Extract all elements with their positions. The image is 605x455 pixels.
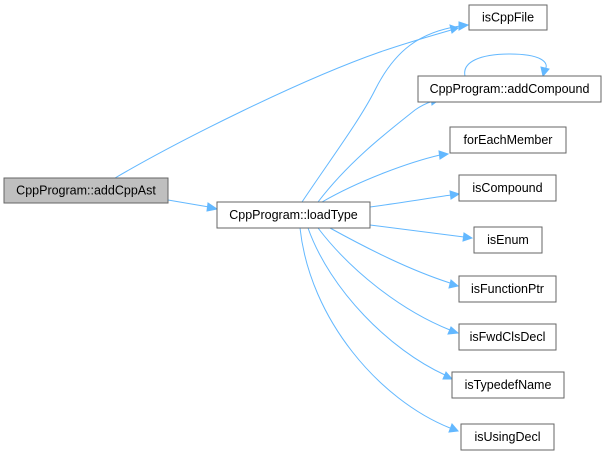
- edge-loadType-isFunctionPtr: [329, 227, 460, 289]
- node-label-loadType: CppProgram::loadType: [229, 208, 358, 222]
- node-label-isCompound: isCompound: [472, 181, 542, 195]
- node-isEnum[interactable]: isEnum: [473, 226, 543, 254]
- node-addCppAst[interactable]: CppProgram::addCppAst: [3, 177, 169, 204]
- node-label-addCompound: CppProgram::addCompound: [430, 82, 590, 96]
- node-label-isUsingDecl: isUsingDecl: [475, 430, 541, 444]
- node-addCompound[interactable]: CppProgram::addCompound: [417, 75, 602, 103]
- node-label-isEnum: isEnum: [487, 233, 529, 247]
- edge-loadType-isEnum: [369, 224, 474, 242]
- node-isUsingDecl[interactable]: isUsingDecl: [460, 423, 555, 451]
- node-label-isFunctionPtr: isFunctionPtr: [471, 282, 544, 296]
- node-isTypedefName[interactable]: isTypedefName: [451, 371, 565, 399]
- node-label-isCppFile: isCppFile: [482, 11, 534, 25]
- edge-loadType-isTypedefName: [307, 227, 454, 380]
- node-isFunctionPtr[interactable]: isFunctionPtr: [458, 275, 557, 303]
- edge-loadType-addCompound: [317, 96, 442, 203]
- edge-loadType-forEachMember: [321, 150, 450, 203]
- nodes: CppProgram::addCppAst CppProgram::loadTy…: [3, 4, 602, 451]
- edge-loadType-isCompound: [369, 190, 461, 208]
- node-forEachMember[interactable]: forEachMember: [449, 126, 567, 154]
- node-label-isFwdClsDecl: isFwdClsDecl: [470, 330, 546, 344]
- node-isFwdClsDecl[interactable]: isFwdClsDecl: [458, 323, 557, 351]
- node-isCompound[interactable]: isCompound: [458, 174, 557, 202]
- node-label-forEachMember: forEachMember: [464, 133, 553, 147]
- edge-addCompound-self: [464, 53, 550, 78]
- node-label-addCppAst: CppProgram::addCppAst: [16, 184, 156, 198]
- node-loadType[interactable]: CppProgram::loadType: [216, 201, 371, 229]
- edge-addCppAst-loadType: [167, 199, 219, 212]
- edge-loadType-isUsingDecl: [299, 227, 459, 433]
- edge-loadType-isFwdClsDecl: [317, 227, 460, 335]
- node-label-isTypedefName: isTypedefName: [465, 378, 552, 392]
- edge-loadType-isCppFile: [301, 21, 470, 203]
- node-isCppFile[interactable]: isCppFile: [468, 4, 548, 31]
